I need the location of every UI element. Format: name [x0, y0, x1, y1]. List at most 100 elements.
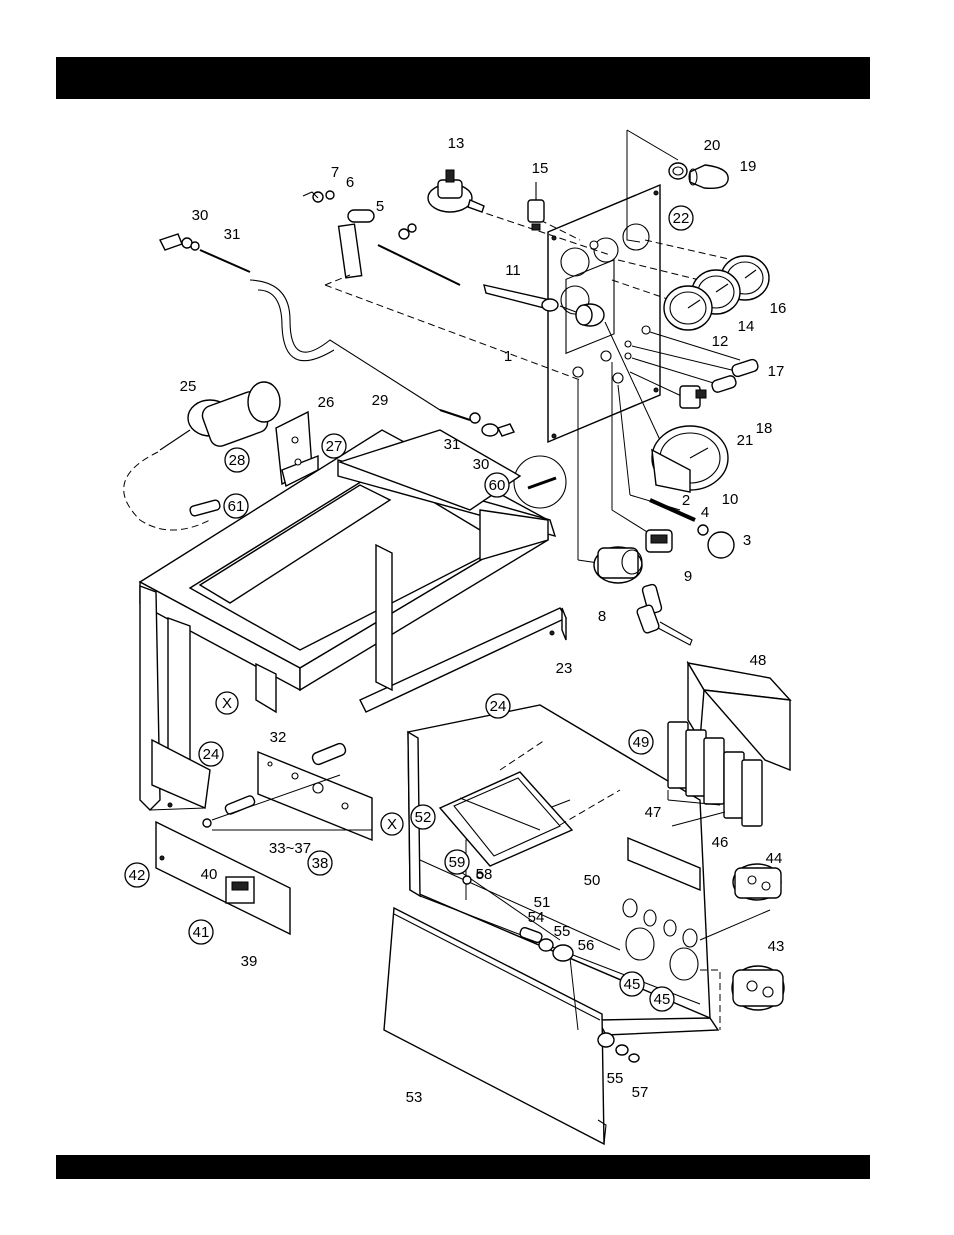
callout-14: 14	[738, 318, 755, 335]
callout-15: 15	[532, 160, 549, 177]
callout-39: 39	[241, 953, 258, 970]
callout-number: 58	[476, 866, 493, 883]
callout-22: 22	[669, 206, 693, 230]
callout-number: 41	[193, 924, 210, 941]
callout-number: 55	[554, 923, 571, 940]
callout-number: 31	[224, 226, 241, 243]
callout-number: 53	[406, 1089, 423, 1106]
callout-number: 11	[505, 262, 521, 279]
callout-number: 5	[376, 198, 384, 215]
callout-21: 21	[737, 432, 754, 449]
callout-41: 41	[189, 920, 213, 944]
callout-7: 7	[331, 164, 339, 181]
callout-3: 3	[743, 532, 751, 549]
callout-number: 1	[504, 348, 512, 365]
callout-number: 46	[712, 834, 729, 851]
callout-48: 48	[750, 652, 767, 669]
oil-pressure-sender	[428, 170, 484, 212]
callout-19: 19	[740, 158, 757, 175]
callout-54: 54	[528, 909, 545, 926]
callout-number: 13	[448, 135, 465, 152]
callout-33-37: 33~37	[269, 840, 311, 857]
callout-number: 23	[556, 660, 573, 677]
callout-number: 24	[490, 698, 507, 715]
callout-number: 16	[770, 300, 787, 317]
callout-number: X	[222, 695, 232, 712]
callout-52: 52	[411, 805, 435, 829]
callout-5: 5	[376, 198, 384, 215]
callout-38: 38	[308, 851, 332, 875]
callout-number: 31	[444, 436, 461, 453]
callout-number: 4	[701, 504, 709, 521]
callout-number: 26	[318, 394, 335, 411]
callout-number: 18	[756, 420, 773, 437]
callout-53: 53	[406, 1089, 423, 1106]
callout-number: 30	[192, 207, 209, 224]
callout-number: 59	[449, 854, 466, 871]
callout-number: 33~37	[269, 840, 311, 857]
callout-16: 16	[770, 300, 787, 317]
callout-6: 6	[346, 174, 354, 191]
callout-28: 28	[225, 448, 249, 472]
callout-number: 14	[738, 318, 755, 335]
pilot-lamp	[669, 163, 728, 188]
hour-meter	[652, 426, 728, 492]
ignition-switch	[594, 547, 692, 645]
callout-50: 50	[584, 872, 601, 889]
callout-46: 46	[712, 834, 729, 851]
callout-number: X	[387, 816, 397, 833]
callout-number: 52	[415, 809, 432, 826]
callout-42: 42	[125, 863, 149, 887]
callout-29: 29	[372, 392, 389, 409]
callout-number: 61	[228, 498, 245, 515]
callout-number: 24	[203, 746, 220, 763]
callout-23: 23	[556, 660, 573, 677]
callout-number: 48	[750, 652, 767, 669]
callout-number: 27	[326, 438, 343, 455]
callout-24a: 24	[486, 694, 510, 718]
callout-31b: 31	[444, 436, 461, 453]
callout-number: 39	[241, 953, 258, 970]
callout-number: 3	[743, 532, 751, 549]
callout-number: 56	[578, 937, 595, 954]
callout-number: 29	[372, 392, 389, 409]
callout-number: 22	[673, 210, 690, 227]
callout-26: 26	[318, 394, 335, 411]
callout-number: 20	[704, 137, 721, 154]
callout-49: 49	[629, 730, 653, 754]
callout-number: 42	[129, 867, 146, 884]
callout-17: 17	[768, 363, 785, 380]
callout-31a: 31	[224, 226, 241, 243]
callout-number: 15	[532, 160, 549, 177]
callout-number: 43	[768, 938, 785, 955]
callout-8: 8	[598, 608, 606, 625]
callout-number: 2	[682, 492, 690, 509]
callout-number: 28	[229, 452, 246, 469]
callout-43: 43	[768, 938, 785, 955]
callout-number: 38	[312, 855, 329, 872]
callout-number: 54	[528, 909, 545, 926]
side-plate	[156, 822, 290, 934]
callout-number: 45	[654, 991, 671, 1008]
callout-25: 25	[180, 378, 197, 395]
callout-number: 60	[489, 477, 506, 494]
callout-55a: 55	[554, 923, 571, 940]
callout-45a: 45	[620, 972, 644, 996]
callout-2: 2	[682, 492, 690, 509]
callout-number: 17	[768, 363, 785, 380]
callout-number: 44	[766, 850, 783, 867]
callout-number: 40	[201, 866, 218, 883]
callout-number: 30	[473, 456, 490, 473]
callout-44: 44	[766, 850, 783, 867]
callout-12: 12	[712, 333, 729, 350]
callout-number: 49	[633, 734, 650, 751]
callout-number: 57	[632, 1084, 649, 1101]
callout-1: 1	[504, 348, 512, 365]
callout-number: 50	[584, 872, 601, 889]
callout-32: 32	[270, 729, 287, 746]
callout-24b: 24	[199, 742, 223, 766]
callout-number: 6	[346, 174, 354, 191]
callout-60: 60	[485, 473, 509, 497]
terminal-strip	[203, 742, 372, 840]
callout-number: 32	[270, 729, 287, 746]
